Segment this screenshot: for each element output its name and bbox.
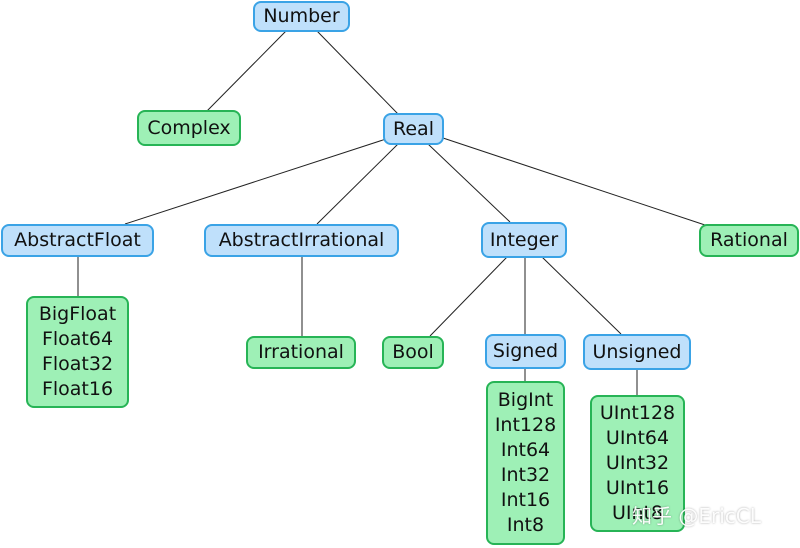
float-type-float32: Float32 [41,353,114,375]
node-real-label: Real [393,117,434,140]
node-abstractirrational: AbstractIrrational [204,224,399,257]
node-irrational: Irrational [246,336,356,369]
watermark: 知乎 @EricCL [632,504,761,528]
node-rational: Rational [699,224,799,257]
node-integer: Integer [481,222,567,258]
node-complex: Complex [137,110,241,146]
node-bool: Bool [382,336,444,369]
signed-type-int128: Int128 [494,414,557,436]
node-abstractfloat: AbstractFloat [1,224,154,257]
float-type-bigfloat: BigFloat [38,303,117,325]
float-type-float16: Float16 [41,378,114,400]
node-abstractirrational-label: AbstractIrrational [218,229,385,251]
float-type-float64: Float64 [41,328,114,350]
edge-integer-unsigned [541,256,622,335]
node-unsigned-types: UInt128 UInt64 UInt32 UInt16 UInt8 [590,395,685,532]
node-integer-label: Integer [489,228,559,251]
unsigned-type-uint16: UInt16 [605,477,670,499]
unsigned-type-uint128: UInt128 [599,402,676,424]
node-rational-label: Rational [710,229,788,251]
node-unsigned-label: Unsigned [592,340,682,363]
edge-integer-bool [429,256,508,337]
signed-type-int16: Int16 [500,489,551,511]
edge-number-real [316,30,399,115]
node-number: Number [253,1,350,32]
signed-type-int32: Int32 [500,464,551,486]
node-bool-label: Bool [392,341,434,363]
node-complex-label: Complex [147,116,231,139]
edge-real-integer [427,143,511,223]
node-float-types: BigFloat Float64 Float32 Float16 [26,296,129,408]
node-unsigned: Unsigned [583,334,691,370]
edge-real-abstractirrational [316,143,399,225]
node-irrational-label: Irrational [258,341,344,363]
signed-type-bigint: BigInt [497,389,554,411]
node-signed: Signed [485,334,566,369]
node-signed-label: Signed [492,340,559,362]
node-abstractfloat-label: AbstractFloat [14,229,141,251]
edge-real-abstractfloat [124,138,387,225]
signed-type-int8: Int8 [506,514,545,536]
edge-number-complex [205,30,287,113]
node-signed-types: BigInt Int128 Int64 Int32 Int16 Int8 [486,381,565,545]
signed-type-int64: Int64 [500,439,551,461]
node-number-label: Number [263,5,340,27]
edge-real-rational [439,136,709,227]
node-real: Real [383,113,444,145]
unsigned-type-uint64: UInt64 [605,427,670,449]
unsigned-type-uint8: UInt8 [611,502,664,524]
unsigned-type-uint32: UInt32 [605,452,670,474]
